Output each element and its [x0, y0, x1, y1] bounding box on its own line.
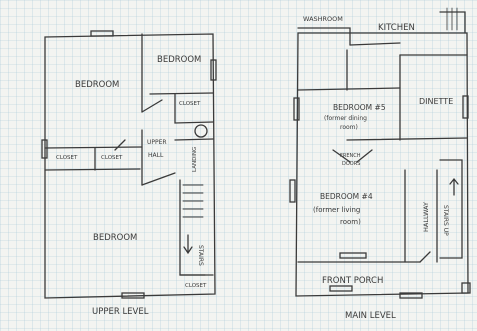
main-kitchen-top: [349, 42, 401, 46]
upper-hall-door: [141, 172, 176, 186]
upper-stair-treads: [182, 184, 204, 218]
main-porch-window: [329, 285, 353, 292]
caption-upper-level: UPPER LEVEL: [92, 307, 149, 317]
upper-wall-closets-bottom: [44, 168, 141, 171]
main-labels: WASHROOM KITCHEN DINETTE BEDROOM #5 (for…: [303, 15, 453, 321]
upper-labels: BEDROOM BEDROOM BEDROOM CLOSET CLOSET CL…: [56, 55, 207, 317]
caption-main-level: MAIN LEVEL: [345, 311, 396, 321]
label-stairs: STAIRS: [197, 245, 204, 266]
upper-window-right: [210, 59, 217, 81]
main-french-doors: [332, 149, 373, 163]
main-window-left: [293, 97, 300, 121]
main-level-plan: [289, 7, 471, 299]
label-bedroom4-note-2: room): [340, 218, 361, 226]
label-landing: LANDING: [192, 147, 198, 172]
upper-wall-mid: [44, 146, 143, 149]
upper-window-left: [41, 139, 48, 159]
upper-door-mark: [114, 139, 126, 151]
label-bedroom-nw: BEDROOM: [75, 80, 119, 90]
label-bedroom4: BEDROOM #4: [320, 192, 373, 201]
main-window-corner: [461, 282, 471, 294]
main-window-bed4: [339, 252, 367, 259]
main-kitchen-stair: [439, 11, 466, 34]
main-wall-bed5-top: [297, 87, 401, 91]
upper-window-top: [90, 30, 114, 37]
upper-closet-ne: [174, 93, 214, 124]
upper-stairs-arrow: [183, 234, 193, 255]
upper-wall-ne-bottom: [149, 92, 214, 95]
upper-outer-wall: [44, 33, 216, 299]
main-stairs-outline: [439, 159, 463, 259]
label-kitchen: KITCHEN: [378, 23, 415, 33]
main-window-right: [462, 95, 469, 119]
main-window-left-2: [289, 179, 296, 203]
upper-door-swing: [141, 99, 163, 113]
label-bedroom-ne: BEDROOM: [157, 55, 201, 65]
label-closet-mid: CLOSET: [101, 155, 123, 161]
label-bedroom5-note-2: room): [340, 124, 358, 131]
main-porch-door: [419, 251, 431, 263]
label-closet-se: CLOSET: [185, 283, 207, 289]
main-kitchen-stair-treads: [446, 7, 458, 31]
label-bedroom5-note-1: (former dining: [324, 115, 367, 122]
label-upper-hall-2: HALL: [148, 152, 164, 159]
upper-level-plan: [41, 30, 217, 299]
label-closet-ne: CLOSET: [179, 101, 201, 107]
main-wall-bed5-bottom: [346, 137, 468, 141]
label-closet-w: CLOSET: [56, 155, 78, 161]
upper-window-bottom: [121, 292, 145, 299]
label-hallway: HALLWAY: [422, 202, 430, 232]
label-upper-hall-1: UPPER: [147, 139, 167, 146]
upper-landing-top: [174, 138, 214, 141]
main-window-bottom: [399, 292, 423, 299]
upper-round-fixture: [194, 124, 208, 138]
label-front-porch: FRONT PORCH: [322, 276, 383, 286]
label-stairs-up: STAIRS UP: [442, 205, 449, 236]
label-dinette: DINETTE: [419, 97, 453, 106]
label-bedroom-s: BEDROOM: [93, 233, 137, 243]
main-washroom-wall: [297, 27, 351, 46]
label-french-2: DOORS: [342, 161, 360, 167]
main-stairs-arrow: [449, 177, 459, 196]
label-bedroom4-note-1: (former living: [313, 206, 360, 214]
label-washroom: WASHROOM: [303, 15, 343, 23]
label-bedroom5: BEDROOM #5: [333, 103, 386, 112]
label-french-1: FRENCH: [340, 153, 361, 159]
